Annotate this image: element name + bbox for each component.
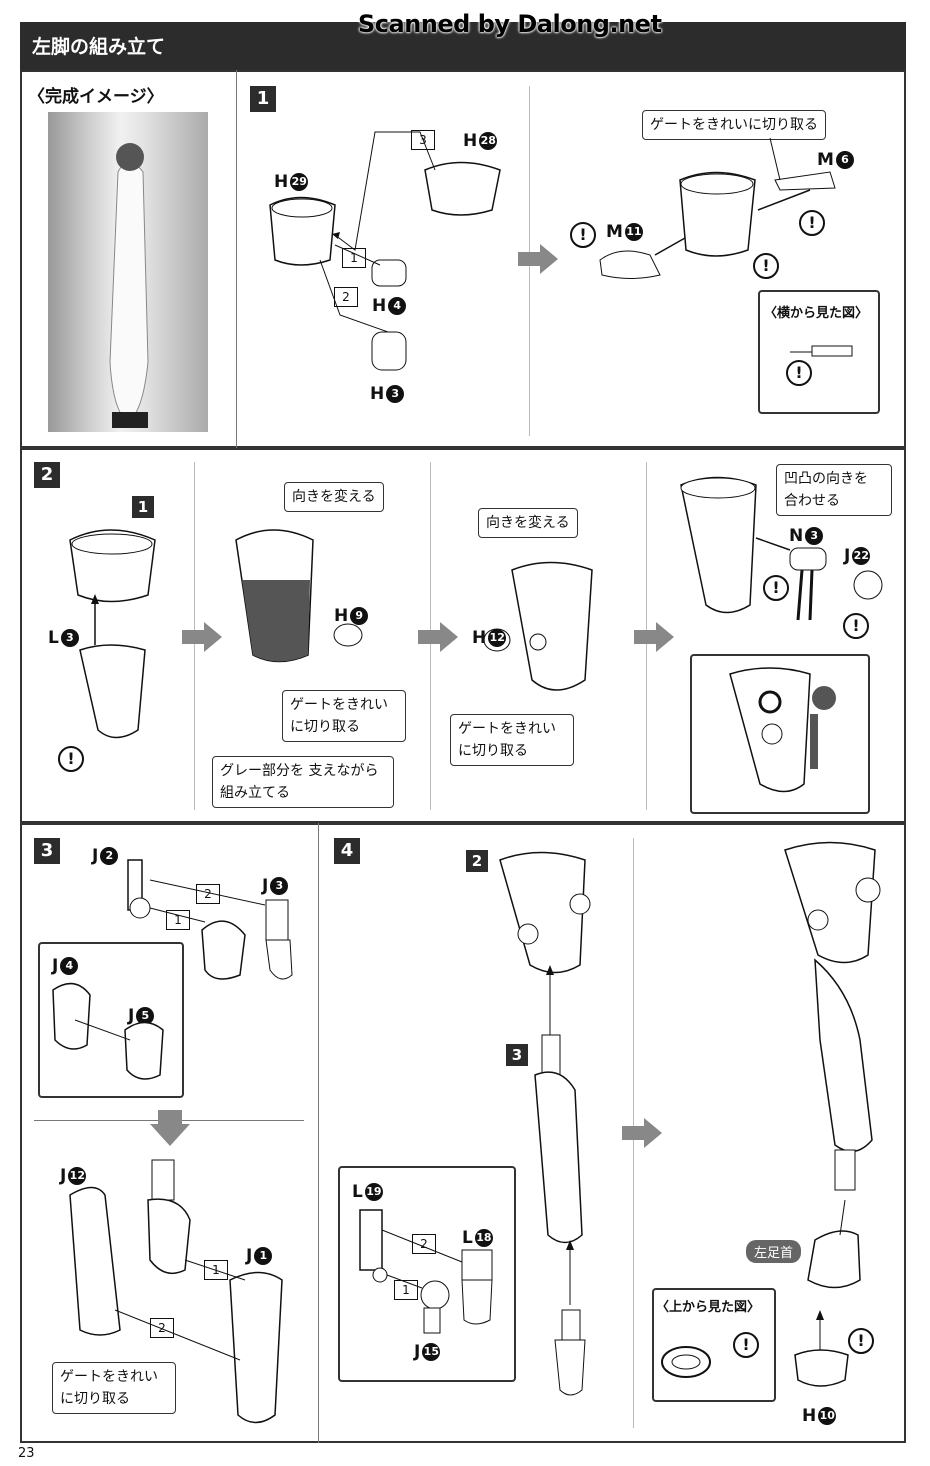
side-view-title: 〈横から見た図〉	[764, 306, 869, 321]
step2-b-diagram	[235, 529, 363, 663]
order-2-hex: 2	[150, 1318, 174, 1338]
order-2-hex: 2	[196, 884, 220, 904]
leg-silhouette	[109, 143, 149, 428]
caution-icon: !	[753, 253, 779, 279]
step3-down-arrow	[150, 1110, 190, 1146]
callout-gate-2line-a: ゲートをきれい に切り取る	[282, 690, 406, 742]
step-2-number: 2	[34, 462, 60, 488]
step2-c-diagram	[483, 561, 593, 691]
top-view-title: 〈上から見た図〉	[656, 1300, 761, 1315]
step4-flow-arrow	[622, 1118, 662, 1148]
callout-gate-step1: ゲートをきれいに切り取る	[642, 110, 826, 140]
step2-d-diagram	[680, 476, 883, 621]
section-title: 左脚の組み立て	[32, 36, 166, 58]
caution-icon: !	[799, 210, 825, 236]
step2-flow-arrow-1	[182, 622, 222, 652]
step4-sub-diagram	[359, 1209, 493, 1334]
sub-ref-3: 3	[506, 1044, 528, 1066]
caution-icon: !	[58, 746, 84, 772]
caution-icon: !	[843, 613, 869, 639]
top-view-diagram	[661, 1346, 711, 1378]
caution-icon: !	[763, 575, 789, 601]
caution-icon: !	[570, 222, 596, 248]
step1-flow-arrow	[518, 244, 558, 274]
side-view-box	[758, 290, 880, 414]
caution-icon: !	[848, 1328, 874, 1354]
step2-a-diagram	[69, 529, 156, 739]
caution-icon: !	[733, 1332, 759, 1358]
callout-turn-1: 向きを変える	[284, 482, 384, 512]
left-ankle-badge: 左足首	[746, 1240, 802, 1263]
side-view-diagram	[790, 345, 853, 357]
callout-gray: グレー部分を 支えながら組み立てる	[212, 756, 394, 808]
section-header: 左脚の組み立て	[20, 22, 906, 70]
order-1-hex: 1	[166, 910, 190, 930]
order-3-hex: 3	[411, 130, 435, 150]
step2-result-diagram	[729, 667, 836, 793]
step4-left-diagram	[499, 851, 591, 1396]
sub-ref-1: 1	[132, 496, 154, 518]
order-2-hex: 2	[334, 287, 358, 307]
sub-ref-2: 2	[466, 850, 488, 872]
order-1-hex: 1	[204, 1260, 228, 1280]
step2-flow-arrow-3	[634, 622, 674, 652]
scan-watermark: Scanned by Dalong.net	[358, 10, 662, 38]
page-number: 23	[18, 1446, 35, 1461]
step3-bottom-diagram	[69, 1159, 283, 1424]
step-4-number: 4	[334, 838, 360, 864]
part-H10-diagram	[794, 1310, 849, 1387]
callout-gate-2line-b: ゲートをきれい に切り取る	[450, 714, 574, 766]
step2-flow-arrow-2	[418, 622, 458, 652]
step1-right-diagram	[599, 137, 836, 279]
step3-top-diagram	[127, 859, 293, 980]
step4-result-diagram	[784, 841, 881, 1289]
caution-icon: !	[786, 360, 812, 386]
callout-gate-2line-c: ゲートをきれい に切り取る	[52, 1362, 176, 1414]
step1-diagram	[269, 131, 501, 371]
order-1-hex: 1	[394, 1280, 418, 1300]
callout-turn-2: 向きを変える	[478, 508, 578, 538]
step3-sub-diagram	[52, 982, 164, 1080]
complete-image-title: 〈完成イメージ〉	[28, 87, 164, 107]
callout-align: 凹凸の向きを 合わせる	[776, 464, 892, 516]
order-2-hex: 2	[412, 1234, 436, 1254]
order-1-hex: 1	[342, 248, 366, 268]
row3-divider-a	[318, 823, 319, 1443]
step-1-number: 1	[250, 86, 276, 112]
step-3-number: 3	[34, 838, 60, 864]
row1-divider-a	[236, 70, 237, 448]
